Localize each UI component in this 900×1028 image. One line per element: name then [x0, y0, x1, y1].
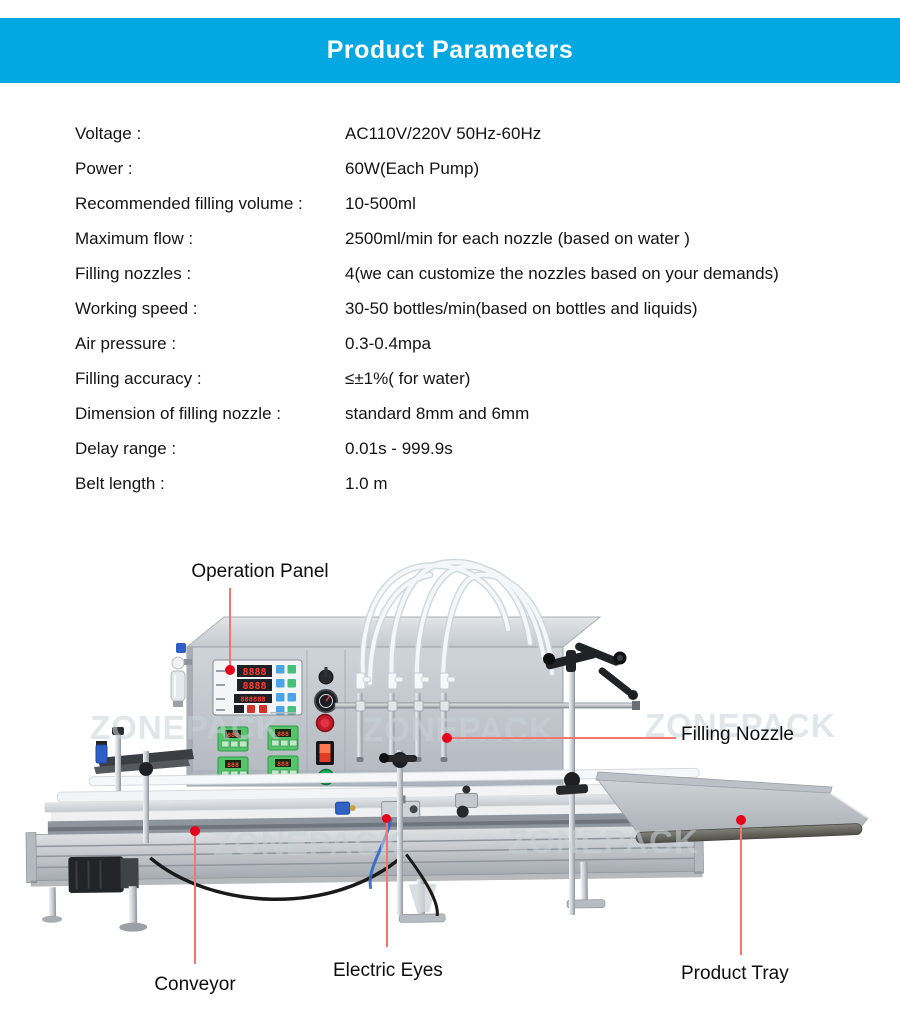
- nozzle: [413, 672, 430, 762]
- spec-label: Belt length :: [75, 474, 165, 493]
- spec-row: Filling nozzles : 4(we can customize the …: [0, 256, 900, 291]
- spec-label: Recommended filling volume :: [75, 194, 303, 213]
- spec-row: Maximum flow : 2500ml/min for each nozzle…: [0, 221, 900, 256]
- annotation-line: [194, 832, 196, 964]
- spec-value: 60W(Each Pump): [345, 159, 480, 178]
- spec-row: Recommended filling volume : 10-500ml: [0, 186, 900, 221]
- spec-label: Working speed :: [75, 299, 198, 318]
- filling-nozzles-graphic: [334, 672, 640, 762]
- air-filter: [170, 643, 192, 707]
- spec-value: AC110V/220V 50Hz-60Hz: [345, 124, 542, 143]
- annotation-dot: [190, 826, 200, 836]
- spec-row: Working speed : 30-50 bottles/min(based o…: [0, 291, 900, 326]
- annotation-dot: [382, 814, 391, 823]
- spec-value: standard 8mm and 6mm: [345, 404, 530, 423]
- annotation-line: [386, 820, 388, 947]
- spec-row: Air pressure : 0.3-0.4mpa: [0, 326, 900, 361]
- stand-posts: [94, 642, 638, 915]
- annotation-dot: [225, 665, 235, 675]
- spec-label: Filling nozzles :: [75, 264, 192, 283]
- annotation-line: [229, 588, 231, 666]
- product-tray-graphic: [595, 771, 869, 844]
- spec-label: Power :: [75, 159, 133, 178]
- nozzle: [439, 672, 456, 762]
- spec-row: Dimension of filling nozzle : standard 8m…: [0, 396, 900, 431]
- annotation-dot: [442, 733, 452, 743]
- spec-list: Voltage : AC110V/220V 50Hz-60Hz Power : 60…: [0, 116, 900, 501]
- annotation-electric-eyes: Electric Eyes: [333, 960, 443, 981]
- annotation-dot: [736, 815, 746, 825]
- annotation-line: [448, 737, 676, 739]
- spec-label: Filling accuracy :: [75, 369, 202, 388]
- spec-value: 0.3-0.4mpa: [345, 334, 431, 353]
- spec-value: 4(we can customize the nozzles based on …: [345, 264, 779, 283]
- nozzle: [355, 672, 372, 762]
- product-photo: 8888 8888 888888 888 888: [0, 555, 900, 1028]
- annotation-conveyor: Conveyor: [154, 974, 236, 995]
- operation-panel-graphic: 8888 8888 888888: [212, 659, 303, 716]
- spec-label: Dimension of filling nozzle :: [75, 404, 281, 423]
- svg-text:888: 888: [227, 731, 239, 739]
- tubes-graphic: [359, 558, 556, 689]
- svg-text:888: 888: [227, 761, 239, 769]
- spec-value: ≤±1%( for water): [345, 369, 471, 388]
- pump-control-modules: 888 888 888 888: [217, 725, 299, 782]
- spec-value: 1.0 m: [345, 474, 388, 493]
- spec-label: Air pressure :: [75, 334, 177, 353]
- spec-value: 0.01s - 999.9s: [345, 439, 453, 458]
- spec-label: Maximum flow :: [75, 229, 194, 248]
- svg-text:888: 888: [277, 730, 289, 738]
- spec-row: Power : 60W(Each Pump): [0, 151, 900, 186]
- spec-value: 30-50 bottles/min(based on bottles and l…: [345, 299, 698, 318]
- spec-row: Voltage : AC110V/220V 50Hz-60Hz: [0, 116, 900, 151]
- spec-row: Belt length : 1.0 m: [0, 466, 900, 501]
- spec-row: Delay range : 0.01s - 999.9s: [0, 431, 900, 466]
- spec-row: Filling accuracy : ≤±1%( for water): [0, 361, 900, 396]
- annotation-operation-panel: Operation Panel: [191, 561, 329, 582]
- machine-body: [185, 616, 602, 787]
- spec-label: Delay range :: [75, 439, 177, 458]
- machine-illustration: 8888 8888 888888 888 888: [25, 558, 869, 932]
- header-banner: Product Parameters: [0, 18, 900, 83]
- annotation-filling-nozzle: Filling Nozzle: [681, 724, 794, 745]
- svg-text:8888: 8888: [242, 667, 266, 678]
- svg-text:888: 888: [277, 760, 289, 768]
- annotation-line: [740, 822, 742, 955]
- annotation-product-tray: Product Tray: [681, 963, 789, 984]
- svg-text:8888: 8888: [242, 681, 266, 692]
- page-title: Product Parameters: [326, 36, 574, 64]
- spec-label: Voltage :: [75, 124, 142, 143]
- svg-text:888888: 888888: [240, 696, 265, 704]
- spec-value: 10-500ml: [345, 194, 416, 213]
- spec-value: 2500ml/min for each nozzle (based on wat…: [345, 229, 690, 248]
- nozzle: [387, 672, 404, 762]
- conveyor-graphic: [25, 767, 704, 932]
